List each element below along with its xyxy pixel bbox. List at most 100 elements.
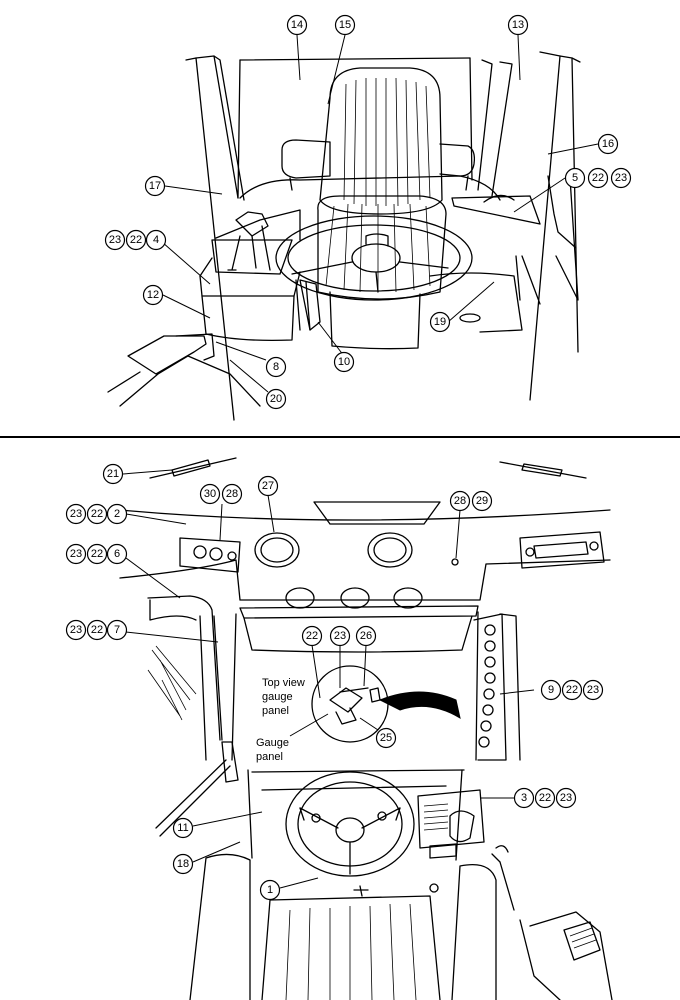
bottom-callouts: 21 27 30 28 28 29 23 22 2 23 22 6 23 22 … bbox=[65, 463, 604, 901]
svg-text:27: 27 bbox=[262, 480, 274, 492]
svg-text:28: 28 bbox=[454, 495, 466, 507]
callout-22: 22 bbox=[125, 229, 147, 251]
svg-text:20: 20 bbox=[270, 393, 282, 405]
callout-10: 10 bbox=[333, 351, 355, 373]
top-view-gauge-panel-label: Top view bbox=[262, 677, 305, 689]
top-view-gauge-panel-label: panel bbox=[262, 705, 289, 717]
top-callouts: 14 15 13 16 17 5 22 23 23 22 4 12 19 8 1… bbox=[104, 14, 632, 410]
callout-22: 22 bbox=[86, 503, 108, 525]
bottom-labels: Top view gauge panel Gauge panel bbox=[256, 677, 305, 763]
callout-23: 23 bbox=[582, 679, 604, 701]
callout-22: 22 bbox=[86, 543, 108, 565]
svg-text:22: 22 bbox=[306, 630, 318, 642]
svg-text:23: 23 bbox=[560, 792, 572, 804]
callout-22: 22 bbox=[534, 787, 556, 809]
radio-icon bbox=[519, 531, 605, 569]
callout-22: 22 bbox=[561, 679, 583, 701]
svg-text:22: 22 bbox=[592, 172, 604, 184]
callout-7: 7 bbox=[106, 619, 128, 641]
callout-12: 12 bbox=[142, 284, 164, 306]
callout-29: 29 bbox=[471, 490, 493, 512]
svg-text:1: 1 bbox=[267, 884, 273, 896]
callout-11: 11 bbox=[172, 817, 194, 839]
svg-text:23: 23 bbox=[109, 234, 121, 246]
svg-text:22: 22 bbox=[130, 234, 142, 246]
top-view-gauge-panel-label: gauge bbox=[262, 691, 293, 703]
callout-8: 8 bbox=[265, 356, 287, 378]
svg-text:19: 19 bbox=[434, 316, 446, 328]
callout-27: 27 bbox=[257, 475, 279, 497]
svg-text:2: 2 bbox=[114, 508, 120, 520]
svg-text:8: 8 bbox=[273, 361, 279, 373]
callout-17: 17 bbox=[144, 175, 166, 197]
callout-5: 5 bbox=[564, 167, 586, 189]
svg-text:22: 22 bbox=[91, 548, 103, 560]
svg-text:10: 10 bbox=[338, 356, 350, 368]
svg-text:9: 9 bbox=[548, 684, 554, 696]
svg-text:17: 17 bbox=[149, 180, 161, 192]
svg-text:18: 18 bbox=[177, 858, 189, 870]
callout-26: 26 bbox=[355, 625, 377, 647]
callout-25: 25 bbox=[375, 727, 397, 749]
svg-text:22: 22 bbox=[566, 684, 578, 696]
svg-text:22: 22 bbox=[91, 624, 103, 636]
svg-text:6: 6 bbox=[114, 548, 120, 560]
callout-15: 15 bbox=[334, 14, 356, 36]
svg-text:14: 14 bbox=[291, 19, 303, 31]
svg-text:23: 23 bbox=[70, 548, 82, 560]
callout-22: 22 bbox=[86, 619, 108, 641]
svg-text:22: 22 bbox=[539, 792, 551, 804]
callout-14: 14 bbox=[286, 14, 308, 36]
svg-text:28: 28 bbox=[226, 488, 238, 500]
callout-19: 19 bbox=[429, 311, 451, 333]
callout-23: 23 bbox=[65, 503, 87, 525]
svg-text:15: 15 bbox=[339, 19, 351, 31]
svg-text:23: 23 bbox=[70, 508, 82, 520]
callout-1: 1 bbox=[259, 879, 281, 901]
svg-text:3: 3 bbox=[521, 792, 527, 804]
svg-text:13: 13 bbox=[512, 19, 524, 31]
callout-9: 9 bbox=[540, 679, 562, 701]
top-cab-illustration bbox=[107, 51, 581, 421]
svg-text:12: 12 bbox=[147, 289, 159, 301]
callout-3: 3 bbox=[513, 787, 535, 809]
bottom-leader-lines bbox=[122, 469, 535, 889]
operator-seat-icon bbox=[319, 67, 443, 215]
callout-23: 23 bbox=[329, 625, 351, 647]
svg-text:5: 5 bbox=[572, 172, 578, 184]
callout-28: 28 bbox=[449, 490, 471, 512]
svg-text:11: 11 bbox=[177, 822, 188, 834]
callout-30: 30 bbox=[199, 483, 221, 505]
callout-2: 2 bbox=[106, 503, 128, 525]
svg-text:29: 29 bbox=[476, 495, 488, 507]
callout-22: 22 bbox=[301, 625, 323, 647]
callout-23: 23 bbox=[65, 619, 87, 641]
gauge-panel-label: panel bbox=[256, 751, 283, 763]
svg-text:26: 26 bbox=[360, 630, 372, 642]
svg-text:25: 25 bbox=[380, 732, 392, 744]
svg-text:7: 7 bbox=[114, 624, 120, 636]
callout-4: 4 bbox=[145, 229, 167, 251]
callout-13: 13 bbox=[507, 14, 529, 36]
callout-28: 28 bbox=[221, 483, 243, 505]
callout-23: 23 bbox=[104, 229, 126, 251]
callout-21: 21 bbox=[102, 463, 124, 485]
steering-wheel-icon bbox=[275, 215, 473, 301]
callout-16: 16 bbox=[597, 133, 619, 155]
steering-wheel-icon bbox=[285, 771, 415, 877]
svg-text:23: 23 bbox=[587, 684, 599, 696]
svg-text:23: 23 bbox=[334, 630, 346, 642]
callout-23: 23 bbox=[65, 543, 87, 565]
top-leader-lines bbox=[161, 34, 599, 393]
svg-text:16: 16 bbox=[602, 138, 614, 150]
svg-text:30: 30 bbox=[204, 488, 216, 500]
svg-text:21: 21 bbox=[107, 468, 119, 480]
svg-text:22: 22 bbox=[91, 508, 103, 520]
air-vent-icon bbox=[254, 532, 423, 609]
callout-23: 23 bbox=[555, 787, 577, 809]
bottom-dashboard-illustration bbox=[119, 457, 613, 1000]
svg-text:4: 4 bbox=[153, 234, 159, 246]
callout-20: 20 bbox=[265, 388, 287, 410]
callout-18: 18 bbox=[172, 853, 194, 875]
